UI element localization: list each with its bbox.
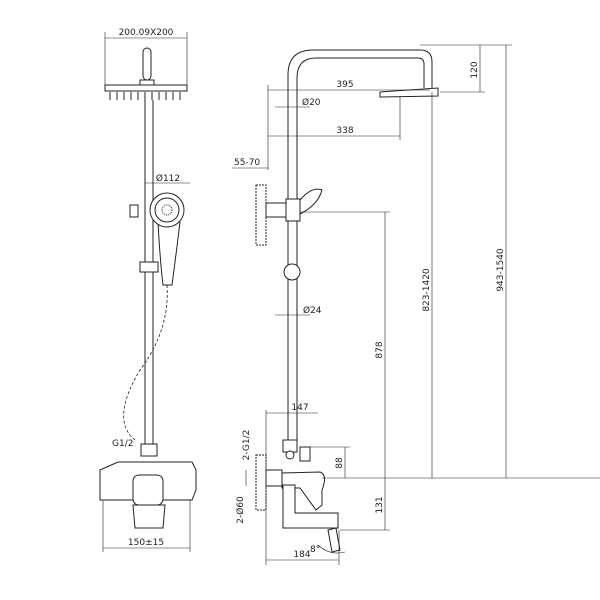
- arm-pipe-dia-label: Ø20: [302, 97, 321, 108]
- spout-angle-label: 8°: [310, 545, 320, 555]
- escutcheon-dia-label: 2-Ø60: [235, 496, 246, 524]
- riser-pipe: [144, 100, 154, 455]
- arm-length-outer-label: 395: [336, 80, 353, 90]
- hose: [123, 284, 168, 441]
- inlet-spacing-label: 150±15: [128, 538, 164, 548]
- head-drop-label: 120: [470, 61, 480, 78]
- wall-bracket: [255, 184, 323, 281]
- head-size-label: 200.09X200: [119, 28, 174, 38]
- mixer-depth-label: 147: [291, 403, 308, 413]
- diverter-height-label: 88: [335, 457, 345, 469]
- nozzles: [109, 92, 181, 100]
- spout-height-label: 131: [375, 496, 385, 513]
- side-view: 395 Ø20 338 55-70 Ø24 878 823-1420 120 9…: [232, 44, 600, 565]
- rain-head: [104, 32, 188, 100]
- spout-reach-label: 184: [293, 550, 310, 560]
- shower-arm: [287, 49, 439, 440]
- riser-dia-label: Ø24: [303, 305, 322, 316]
- mixer-side: [255, 439, 341, 553]
- hand-shower: [129, 192, 185, 286]
- inlet-thread-label: 2-G1/2: [242, 430, 252, 461]
- total-height-range-label: 943-1540: [496, 248, 506, 292]
- hand-shower-dia-label: Ø112: [156, 173, 180, 184]
- arm-length-inner-label: 338: [336, 126, 353, 136]
- mixer-front: [99, 443, 197, 529]
- holder-height-label: 878: [375, 341, 385, 358]
- head-height-range-label: 823-1420: [422, 268, 432, 312]
- front-view: 200.09X200 Ø112 G1/2 150±15: [99, 28, 197, 552]
- wall-distance-label: 55-70: [234, 158, 260, 168]
- hose-connection-label: G1/2: [112, 439, 133, 449]
